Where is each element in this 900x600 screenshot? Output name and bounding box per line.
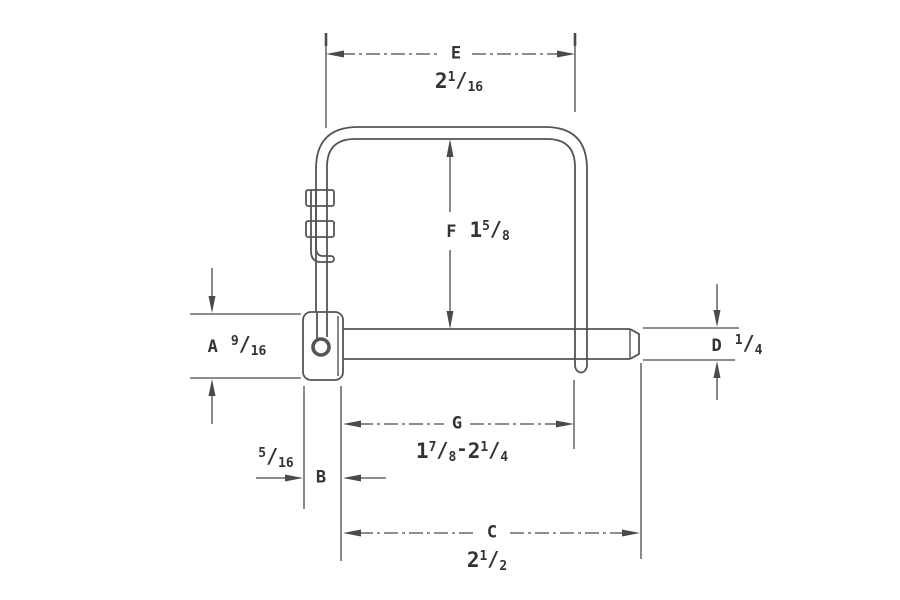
tip-outline [629, 328, 640, 360]
hook-end-cap [330, 255, 335, 263]
dim-G [343, 380, 575, 449]
arrowhead-E-left [326, 50, 344, 58]
arrowhead-B-leftward [343, 474, 361, 482]
pin-body [302, 126, 640, 381]
dim-c-value: 21/2 [466, 547, 508, 574]
arrowhead-G-left [343, 420, 361, 428]
dim-g-value: 17/8-21/4 [415, 438, 509, 465]
dim-B [256, 386, 386, 561]
hook-outer [310, 190, 331, 263]
dim-E [324, 33, 577, 128]
dim-b-letter: B [315, 467, 327, 488]
arrowhead-D-up [713, 361, 721, 378]
arrowhead-C-left [343, 529, 361, 537]
dim-e-letter: E [450, 43, 462, 64]
dim-c-letter: C [486, 522, 498, 543]
head-outline [302, 311, 344, 381]
dim-b-value: 5/16 [258, 444, 294, 471]
hook-inner [315, 190, 331, 257]
attachment-ring [311, 337, 331, 357]
loop-outer-path [315, 126, 588, 365]
arrowhead-A-down [208, 296, 216, 313]
arrowhead-C-right [622, 529, 640, 537]
arrowhead-E-right [557, 50, 575, 58]
clip-upper [305, 189, 335, 207]
dim-F [446, 139, 454, 329]
arrowhead-G-right [556, 420, 574, 428]
dim-e-value: 21/16 [434, 68, 484, 95]
leg-end-cap [574, 364, 588, 374]
dim-D [643, 284, 739, 400]
dim-C [343, 363, 642, 559]
dim-g-letter: G [451, 413, 463, 434]
arrowhead-B-rightward [285, 474, 303, 482]
clip-lower [305, 220, 335, 238]
loop-inner-path [326, 138, 576, 365]
arrowhead-A-up [208, 379, 216, 396]
dim-A [190, 268, 301, 424]
arrowhead-F-up [446, 139, 454, 157]
arrowhead-F-down [446, 311, 454, 329]
arrowhead-D-down [713, 310, 721, 327]
